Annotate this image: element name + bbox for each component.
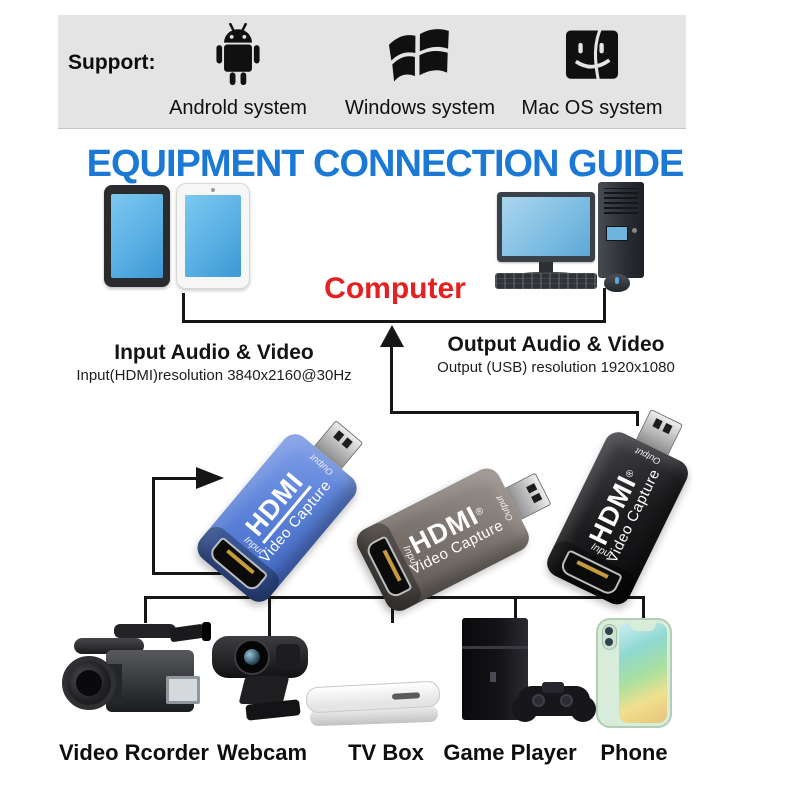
input-horizontal-line [152,572,274,575]
arrow-right-icon [196,467,224,489]
video-recorder-image [62,616,212,728]
capture-device-black: Output HDMI® Video Capture Input [542,397,707,610]
phone-screen [619,623,667,723]
tower-vents [604,188,638,214]
tick-phone [642,596,645,625]
tv-box-image [305,680,446,732]
mouse [604,274,630,292]
capture-device-blue: Output HDMI Video Capture Input [191,403,384,608]
desktop-computer-image [480,180,655,298]
page-title: EQUIPMENT CONNECTION GUIDE [86,143,685,185]
bracket-horizontal-line [182,320,606,323]
mouse-wheel [615,277,619,284]
keyboard [495,273,597,289]
label-webcam: Webcam [216,740,308,765]
output-drop-line [636,411,639,426]
input-arrow-line [152,477,198,480]
platform-mac: Mac OS system [512,15,672,128]
support-label: Support: [68,51,156,74]
tablet-white-image [176,183,250,289]
arrow-up-shaft [390,345,393,413]
capture-device-gray: Output HDMI® Video Capture Input [352,448,564,616]
platform-android-label: Androld system [169,97,307,119]
monitor-screen [502,197,590,256]
input-detail: Input(HDMI)resolution 3840x2160@30Hz [76,367,352,384]
camera-lcd [166,676,200,704]
platform-mac-label: Mac OS system [521,97,663,119]
android-icon [216,22,260,86]
support-banner: Support: Androld system [58,15,686,129]
monitor-stand [539,262,553,273]
label-tv-box: TV Box [348,740,424,765]
pc-tower [598,182,644,278]
output-detail: Output (USB) resolution 1920x1080 [437,359,675,376]
platform-windows-label: Windows system [344,97,496,119]
tower-power-button [632,228,637,233]
label-phone: Phone [600,740,668,765]
platform-windows: Windows system [340,15,500,128]
arrow-up-icon [380,325,404,347]
monitor [497,192,595,262]
tick-webcam [268,596,271,637]
bracket-right-line [603,288,606,323]
webcam-image [212,626,312,730]
tablet-dark-image [104,185,170,287]
label-video-recorder: Video Rcorder [59,740,209,765]
capture-device-body: Output HDMI® Video Capture Input [542,427,693,610]
phone-image [596,618,676,730]
input-annotation: Input Audio & Video Input(HDMI)resolutio… [58,341,370,384]
tick-video-recorder [144,596,147,623]
platform-android: Androld system [158,15,318,128]
output-annotation: Output Audio & Video Output (USB) resolu… [408,333,704,376]
bracket-left-line [182,293,185,322]
computer-label: Computer [324,272,466,305]
camera-lens [62,656,116,710]
output-heading: Output Audio & Video [447,333,665,356]
output-horizontal-line [390,411,639,414]
tick-game-player [514,596,517,621]
tablet-camera-dot [211,188,215,192]
tower-display-panel [606,226,628,241]
mac-finder-icon [565,24,619,83]
windows-icon [388,29,449,82]
input-vertical-line [152,477,155,575]
tablet-white-screen [185,195,241,277]
label-game-player: Game Player [443,740,577,765]
game-player-image [448,616,598,730]
input-heading: Input Audio & Video [114,341,314,364]
tablet-dark-screen [111,194,163,278]
